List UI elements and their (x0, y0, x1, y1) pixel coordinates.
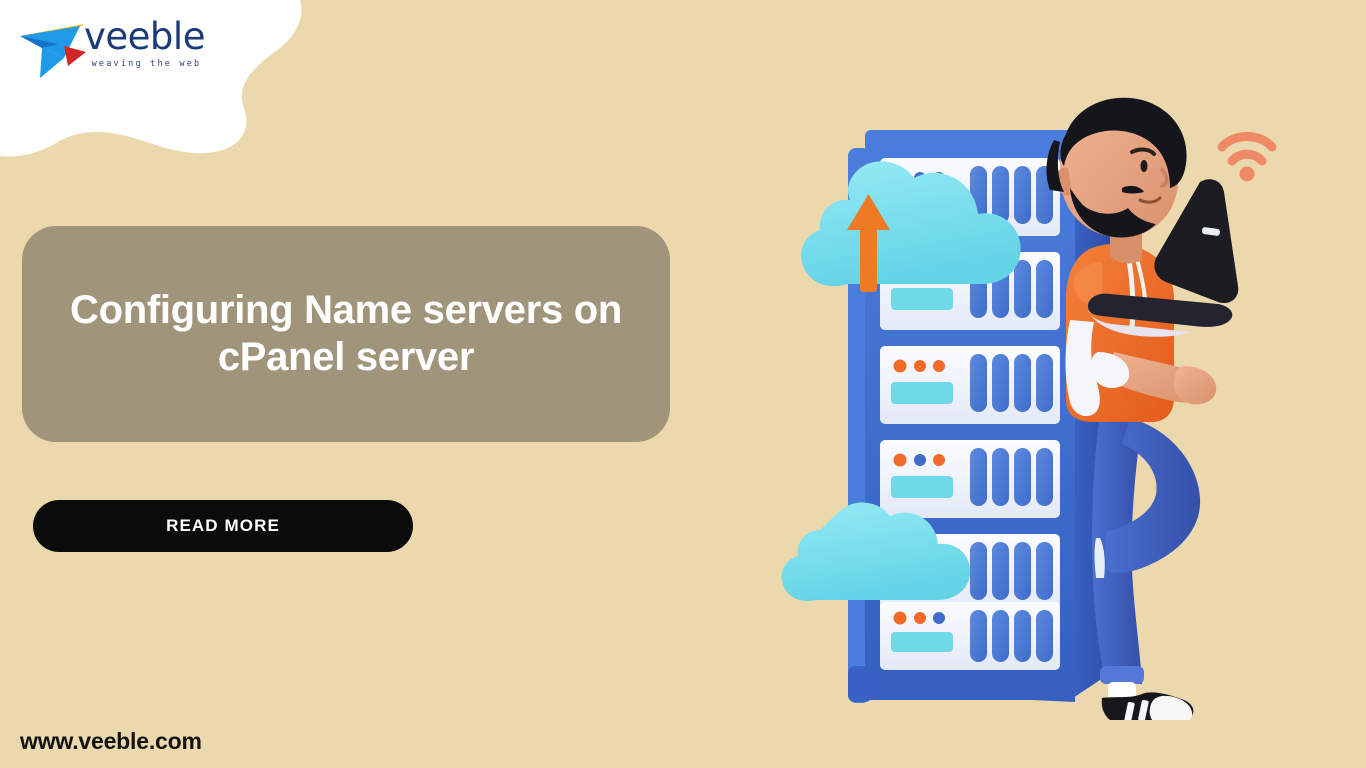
hero-illustration (770, 70, 1350, 720)
character-head (1046, 97, 1187, 238)
cloud-bottom-icon (781, 502, 971, 601)
cloud-upload-icon (801, 161, 1021, 292)
wifi-icon (1217, 132, 1277, 182)
logo-tagline: weaving the web (91, 59, 202, 69)
title-card: Configuring Name servers on cPanel serve… (22, 226, 670, 442)
upload-arrow-icon (847, 194, 890, 292)
veeble-logo[interactable]: veeble weaving the web (18, 14, 233, 86)
read-more-button[interactable]: READ MORE (33, 500, 413, 552)
laptop-icon (1088, 179, 1239, 337)
page-title: Configuring Name servers on cPanel serve… (69, 287, 623, 379)
veeble-paperplane-icon (18, 18, 96, 80)
footer-website-url[interactable]: www.veeble.com (20, 728, 202, 754)
sneaker-icon (1101, 692, 1194, 720)
developer-character (1046, 97, 1239, 720)
rack-shelf (880, 440, 1060, 518)
rack-shelf (880, 346, 1060, 424)
logo-wordmark: veeble (84, 15, 205, 58)
rack-shelf (880, 602, 1060, 670)
